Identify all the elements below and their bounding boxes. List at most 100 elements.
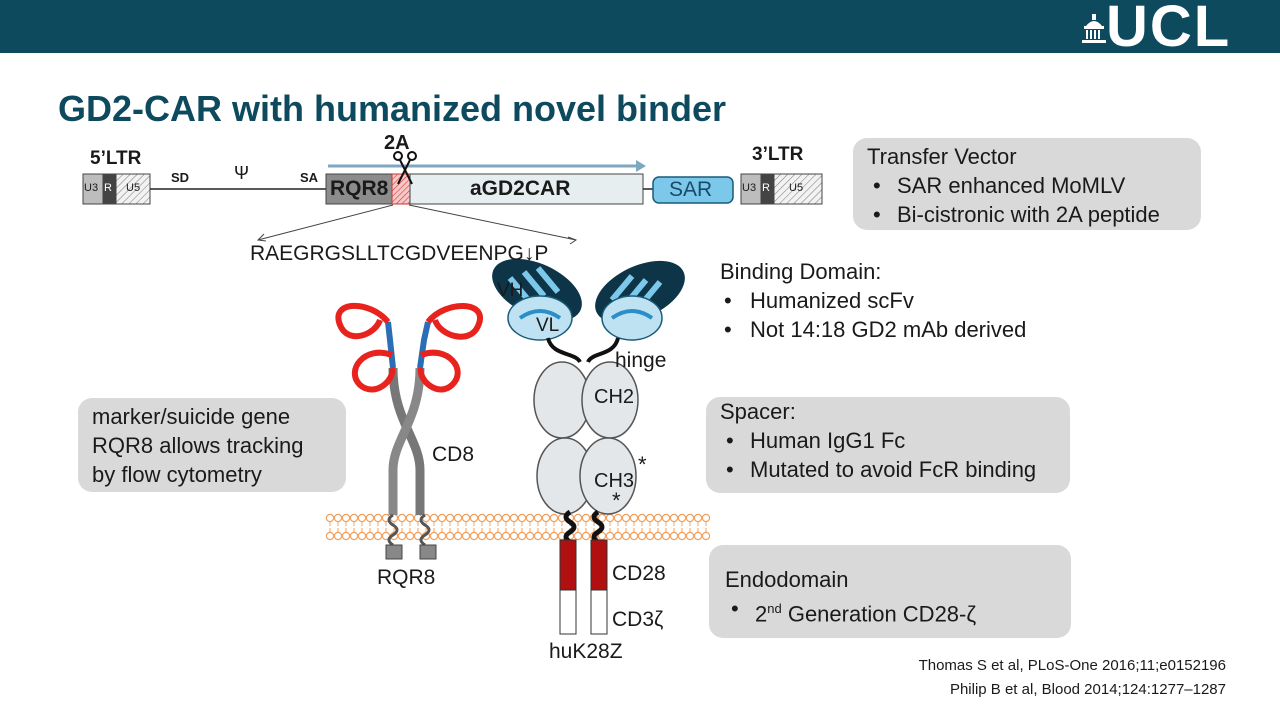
reference-2: Philip B et al, Blood 2014;124:1277–1287 xyxy=(949,681,1226,698)
lipid-head xyxy=(597,513,607,523)
rqr8-label: RQR8 xyxy=(377,566,436,589)
lipid-head xyxy=(669,531,679,541)
lipid-head xyxy=(669,513,679,523)
rqr8-gene-label: RQR8 xyxy=(330,177,389,200)
lipid-head xyxy=(613,513,623,523)
lipid-head xyxy=(477,513,487,523)
ltr3-r: R xyxy=(762,182,770,194)
vector-construct xyxy=(82,151,823,245)
ltr3-label: 3’LTR xyxy=(752,144,804,165)
lipid-head xyxy=(445,531,455,541)
lipid-head xyxy=(461,513,471,523)
lipid-head xyxy=(405,513,415,523)
list-item: 2nd Generation CD28-ζ xyxy=(725,594,1055,628)
lipid-head xyxy=(461,531,471,541)
lipid-head xyxy=(477,531,487,541)
cell-membrane xyxy=(325,513,711,541)
lipid-head xyxy=(485,513,495,523)
list-item: Humanized scFv xyxy=(720,286,1080,315)
lipid-head xyxy=(405,531,415,541)
sar-label: SAR xyxy=(669,178,713,201)
ltr5-u5: U5 xyxy=(126,182,141,194)
rqr8-molecule xyxy=(335,302,483,560)
cd3z-label: CD3ζ xyxy=(612,608,664,631)
lipid-head xyxy=(469,531,479,541)
lipid-head xyxy=(509,531,519,541)
lipid-head xyxy=(493,531,503,541)
lipid-head xyxy=(525,531,535,541)
lipid-head xyxy=(605,513,615,523)
list-item: Bi-cistronic with 2A peptide xyxy=(867,200,1187,229)
endo-rest: Generation CD28-ζ xyxy=(781,601,977,627)
lipid-head xyxy=(333,513,343,523)
ltr5-u3: U3 xyxy=(84,182,99,194)
marker-line: RQR8 allows tracking xyxy=(92,433,304,458)
portico-icon xyxy=(1082,14,1106,43)
marker-line: marker/suicide gene xyxy=(92,404,291,429)
psi-label: Ψ xyxy=(234,163,250,183)
lipid-head xyxy=(541,513,551,523)
lipid-head xyxy=(685,531,695,541)
vh-label: VH xyxy=(497,280,524,301)
lipid-head xyxy=(325,531,335,541)
lipid-head xyxy=(517,513,527,523)
lipid-head xyxy=(629,531,639,541)
lipid-head xyxy=(661,531,671,541)
lipid-head xyxy=(357,513,367,523)
lipid-head xyxy=(397,513,407,523)
cd28-label: CD28 xyxy=(612,562,666,585)
lipid-head xyxy=(581,513,591,523)
lipid-head xyxy=(365,513,375,523)
lipid-head xyxy=(701,531,711,541)
lipid-head xyxy=(373,513,383,523)
lipid-head xyxy=(501,531,511,541)
lipid-head xyxy=(621,531,631,541)
list-item: Human IgG1 Fc xyxy=(720,426,1056,455)
lipid-head xyxy=(581,531,591,541)
huk28z-label: huK28Z xyxy=(549,640,623,663)
reference-1: Thomas S et al, PLoS-One 2016;11;e015219… xyxy=(918,657,1226,674)
lipid-head xyxy=(349,513,359,523)
marker-box: marker/suicide gene RQR8 allows tracking… xyxy=(78,398,346,492)
lipid-head xyxy=(653,531,663,541)
mutation-star-1: * xyxy=(638,452,647,477)
lipid-head xyxy=(517,531,527,541)
lipid-head xyxy=(533,513,543,523)
marker-line: by flow cytometry xyxy=(92,462,262,487)
lipid-head xyxy=(573,531,583,541)
lipid-head xyxy=(693,513,703,523)
hinge-label: hinge xyxy=(615,349,667,372)
transfer-heading: Transfer Vector xyxy=(867,144,1017,169)
lipid-head xyxy=(541,531,551,541)
sa-label: SA xyxy=(300,170,319,185)
cleavage-sequence: RAEGRGSLLTCGDVEENPG↓P xyxy=(250,242,549,265)
car-molecule xyxy=(492,258,685,635)
lipid-head xyxy=(653,513,663,523)
lipid-head xyxy=(333,531,343,541)
lipid-head xyxy=(621,513,631,523)
lipid-head xyxy=(605,531,615,541)
lipid-head xyxy=(509,513,519,523)
lipid-head xyxy=(493,513,503,523)
lipid-head xyxy=(685,513,695,523)
binding-heading: Binding Domain: xyxy=(720,259,882,284)
lipid-head xyxy=(469,513,479,523)
lipid-head xyxy=(373,531,383,541)
lipid-head xyxy=(429,513,439,523)
2a-label: 2A xyxy=(384,132,410,154)
logo-wordmark: UCL xyxy=(1106,0,1232,59)
lipid-head xyxy=(677,513,687,523)
list-item: Not 14:18 GD2 mAb derived xyxy=(720,315,1080,344)
lipid-head xyxy=(501,513,511,523)
lipid-head xyxy=(549,531,559,541)
spacer-heading: Spacer: xyxy=(720,399,796,424)
lipid-head xyxy=(445,513,455,523)
ltr5-label: 5’LTR xyxy=(90,148,142,169)
scissors-icon xyxy=(393,151,417,185)
ch2-label: CH2 xyxy=(594,386,635,408)
binding-domain-text: Binding Domain: Humanized scFv Not 14:18… xyxy=(720,257,1080,344)
lipid-head xyxy=(525,513,535,523)
ltr3-u5: U5 xyxy=(789,182,804,194)
ch3-label: CH3 xyxy=(594,470,635,492)
